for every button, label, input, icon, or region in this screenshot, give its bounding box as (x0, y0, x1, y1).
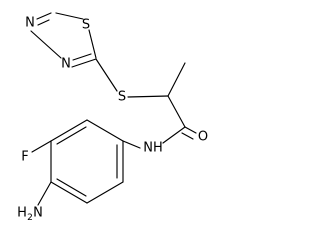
benzene-ring (31, 119, 124, 206)
atom-o-carbonyl: O (198, 130, 208, 145)
bond-ring-2 (50, 119, 88, 142)
bond-c-nh (162, 126, 186, 144)
bond-c-o (184, 126, 197, 134)
bond-nh-ring (122, 140, 141, 149)
bond-c2-s-thioether (95, 58, 118, 92)
bond-ring-5 (86, 181, 124, 204)
atom-n-thiadiazole-top: N (25, 16, 35, 31)
atom-nh2-subscript: 2 (27, 213, 33, 223)
bond-s-c2-ring (88, 29, 97, 59)
thiadiazole-ring (30, 12, 97, 68)
bond-ring-inner-1 (56, 126, 87, 145)
bond-c-n-top-inner (37, 19, 50, 26)
bond-n-n (30, 30, 62, 59)
bond-n-c-top (36, 12, 52, 20)
bond-ch-carbonyl (167, 95, 186, 128)
bond-c2-n-bottom (71, 58, 97, 68)
atom-nh2-h: H (17, 206, 27, 221)
bond-ring-1 (86, 119, 124, 142)
bond-c2-n-bottom-inner (72, 53, 92, 61)
atom-s-thiadiazole: S (82, 18, 90, 33)
bond-c-s-ring (55, 12, 84, 20)
side-chain (95, 58, 197, 149)
bond-ch-methyl (167, 62, 186, 97)
bond-ring-inner-2 (56, 178, 87, 197)
bond-ring-nh2 (37, 181, 52, 206)
atom-nh2-n: N (33, 206, 43, 221)
chemical-structure-diagram: N S N S O NH F H 2 N (17, 12, 208, 224)
bond-ring-4 (50, 181, 88, 204)
bond-c-o-inner (181, 132, 194, 140)
atom-n-thiadiazole-bottom: N (61, 57, 71, 72)
atom-nh2-amino: H 2 N (17, 206, 43, 224)
atom-f-fluoro: F (21, 150, 28, 165)
bond-ring-f (31, 140, 52, 153)
atom-nh-amide: NH (143, 141, 163, 156)
atom-s-thioether: S (118, 90, 126, 105)
bond-s-ch (127, 95, 169, 98)
